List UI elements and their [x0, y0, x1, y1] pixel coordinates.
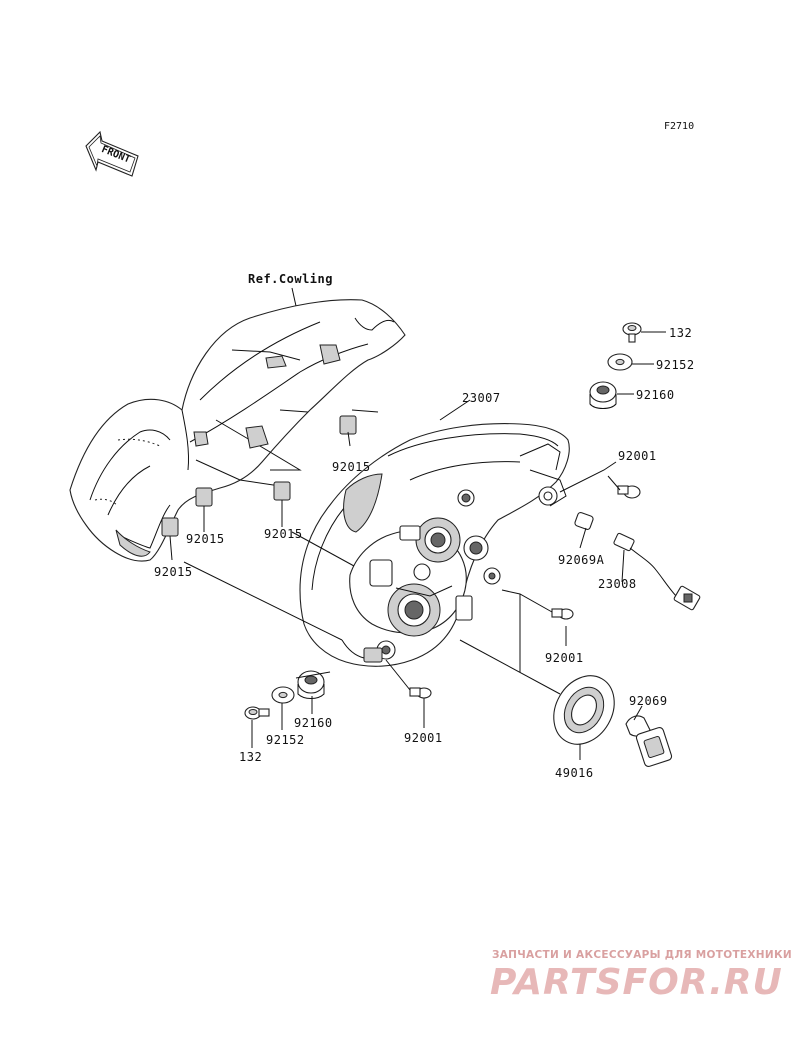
- callout-92001-mid: 92001: [545, 651, 584, 665]
- cowling-part: [69, 299, 406, 562]
- callout-49016: 49016: [555, 766, 594, 780]
- washer-92152-top: [607, 353, 633, 371]
- callout-23008: 23008: [598, 577, 637, 591]
- bulb-92069A: [574, 511, 594, 531]
- front-direction-arrow: FRONT: [85, 130, 139, 177]
- grommet-92160-top: [589, 381, 617, 409]
- callout-92069: 92069: [629, 694, 668, 708]
- screw-132-top: [622, 322, 642, 343]
- callout-132-bottom: 132: [239, 750, 262, 764]
- socket-23008: [613, 532, 701, 611]
- figure-code: F2710: [664, 121, 694, 132]
- screw-132-bottom: [244, 706, 270, 720]
- cap-49016: [553, 675, 615, 745]
- bulb-92069: [625, 715, 673, 768]
- callout-92069A: 92069A: [558, 553, 605, 567]
- callout-92015-c: 92015: [264, 527, 303, 541]
- watermark-tagline: ЗАПЧАСТИ И АКСЕССУАРЫ ДЛЯ МОТОТЕХНИКИ: [492, 949, 792, 961]
- callout-132-top: 132: [669, 326, 692, 340]
- callout-92001-bottom: 92001: [404, 731, 443, 745]
- ref-cowling-label: Ref.Cowling: [248, 272, 333, 286]
- callout-92015-a: 92015: [332, 460, 371, 474]
- watermark-brand: PARTSFOR.RU: [490, 962, 783, 1003]
- leader-lines: [169, 331, 666, 760]
- callout-92152-bottom: 92152: [266, 733, 305, 747]
- callout-92015-d: 92015: [154, 565, 193, 579]
- callout-23007: 23007: [462, 391, 501, 405]
- callout-92160-top: 92160: [636, 388, 675, 402]
- washer-92152-bottom: [271, 686, 295, 704]
- bolt-92001-bottom: [409, 687, 432, 699]
- bolt-92001-right: [617, 485, 641, 499]
- callout-92152-top: 92152: [656, 358, 695, 372]
- callout-92001-right: 92001: [618, 449, 657, 463]
- headlight-assembly: [299, 423, 570, 667]
- callout-92015-b: 92015: [186, 532, 225, 546]
- bolt-92001-mid: [551, 608, 574, 620]
- callout-92160-bottom: 92160: [294, 716, 333, 730]
